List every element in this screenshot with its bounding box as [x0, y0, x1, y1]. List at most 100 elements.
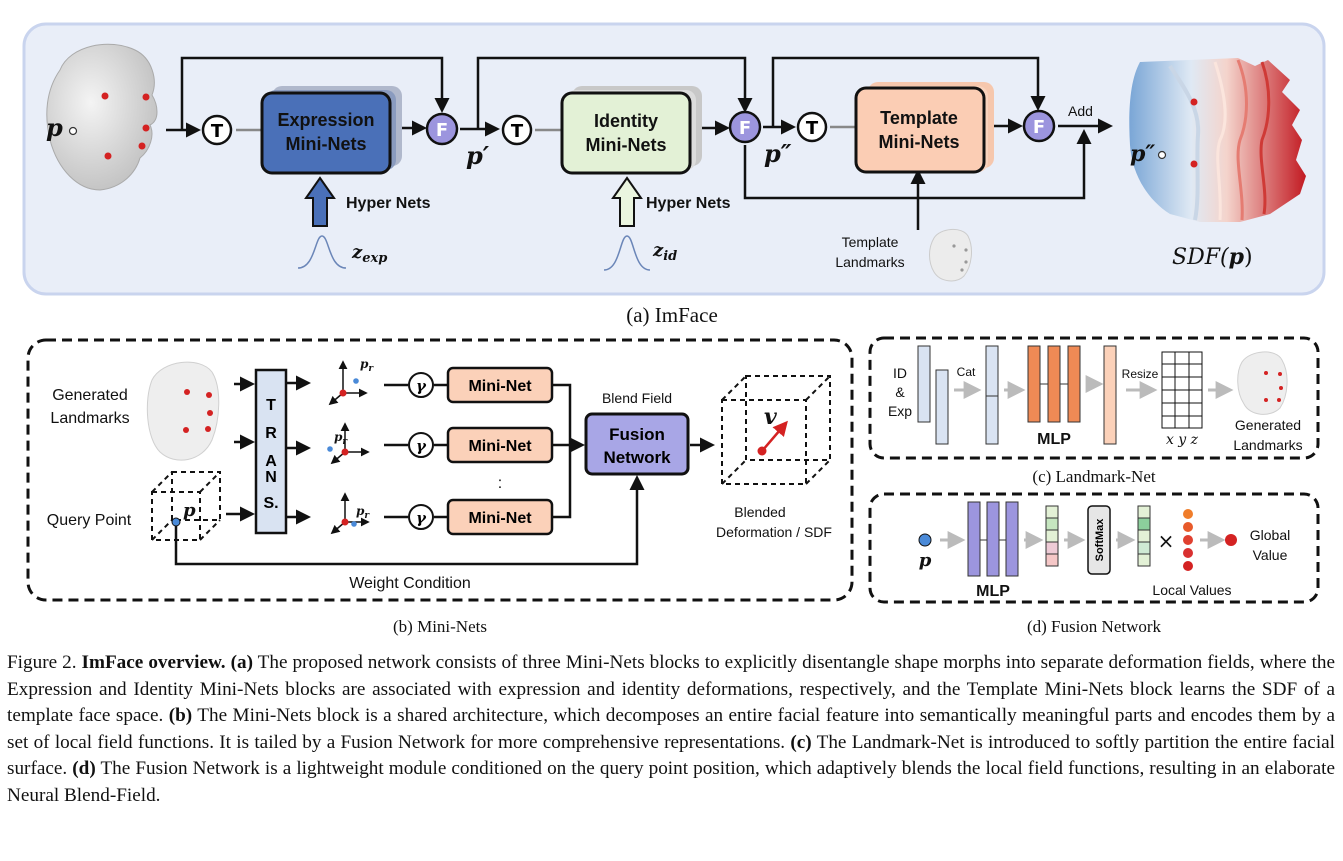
- query-point-dot: [171, 517, 181, 527]
- local-axes-1: [328, 360, 368, 406]
- svg-text:Mini-Net: Mini-Net: [468, 438, 532, 455]
- input-id-label: ID: [893, 365, 907, 381]
- input-exp-vector: [935, 369, 949, 445]
- point-p-double-prime-face-label: p″: [1130, 141, 1155, 167]
- svg-text:γ: γ: [416, 377, 427, 395]
- svg-text:γ: γ: [416, 509, 427, 527]
- point-p-prime-label: p′: [466, 141, 490, 170]
- skip-arrow-2: [476, 56, 753, 129]
- deformation-origin-dot: [757, 446, 767, 456]
- panel-d-title: (d) Fusion Network: [1027, 617, 1162, 636]
- figure-caption: Figure 2. ImFace overview. (a) The propo…: [7, 650, 1335, 809]
- fusion-network-block: Fusion Network: [584, 412, 690, 476]
- svg-text:Mini-Net: Mini-Net: [468, 378, 532, 395]
- generated-landmarks-face: [146, 361, 220, 461]
- local-axes-2: [327, 422, 370, 465]
- z-id-label: zid: [652, 240, 677, 264]
- trans-block: T R A N S.: [254, 368, 288, 535]
- hyper-nets-arrow-exp: [304, 176, 336, 227]
- input-id-vector: [917, 345, 931, 423]
- skip-arrow-1: [180, 56, 450, 130]
- sdf-p-label: SDF(p): [1172, 244, 1253, 270]
- weight-vector: [1045, 505, 1059, 567]
- svg-text:A: A: [265, 453, 277, 470]
- template-face-thumbnail: [929, 229, 972, 282]
- template-mini-nets-block: Template Mini-Nets: [854, 82, 994, 174]
- svg-text:F: F: [436, 120, 448, 141]
- caption-a-text: The proposed network consists of three M…: [7, 652, 1336, 726]
- landmark-net-output-face: [1237, 351, 1288, 415]
- caption-d-text: The Fusion Network is a lightweight modu…: [7, 758, 1336, 806]
- weight-condition-label: Weight Condition: [349, 575, 471, 592]
- svg-text:F: F: [739, 118, 751, 139]
- panel-d-border: [868, 492, 1320, 604]
- gamma-node-1: γ: [408, 372, 434, 398]
- t-node-2: T: [501, 114, 533, 146]
- local-axes-3: [330, 492, 370, 535]
- svg-text:Template: Template: [880, 108, 958, 128]
- global-value-label-2: Value: [1253, 547, 1288, 563]
- fusion-p-label: p: [919, 550, 932, 571]
- hyper-nets-label-id: Hyper Nets: [646, 195, 731, 212]
- local-values-dots: [1183, 509, 1193, 571]
- panel-c-border: [868, 336, 1320, 460]
- panel-c-title: (c) Landmark-Net: [1032, 467, 1155, 486]
- expression-mini-nets-block: Expression Mini-Nets: [260, 86, 402, 175]
- panel-a-title: (a) ImFace: [626, 303, 718, 327]
- add-branch-arrow: [743, 129, 1092, 200]
- svg-text:Mini-Nets: Mini-Nets: [586, 135, 667, 155]
- landmark-mlp-label: MLP: [1037, 431, 1071, 448]
- z-exp-label: zexp: [351, 242, 387, 266]
- caption-c-text: The Landmark-Net is introduced to softly…: [7, 731, 1335, 780]
- svg-text:T: T: [511, 121, 524, 142]
- caption-a-label: (a): [230, 652, 253, 673]
- query-p-label: p: [183, 500, 196, 521]
- query-point-label: Query Point: [47, 512, 132, 529]
- landmark-output-vector: [1103, 345, 1117, 445]
- svg-text:T: T: [266, 397, 276, 414]
- svg-text:SoftMax: SoftMax: [1094, 518, 1106, 562]
- v-label: v: [764, 404, 777, 430]
- svg-text:γ: γ: [416, 437, 427, 455]
- caption-fig-title: ImFace overview.: [81, 652, 226, 673]
- p-r-label-1: pr: [360, 357, 374, 374]
- local-values-label: Local Values: [1152, 582, 1231, 598]
- weight-condition-arrow: [174, 475, 645, 566]
- template-landmarks-label-2: Landmarks: [835, 254, 904, 270]
- svg-text:Mini-Nets: Mini-Nets: [879, 132, 960, 152]
- gamma-node-3: γ: [408, 504, 434, 530]
- cat-label: Cat: [957, 365, 976, 379]
- svg-text:Mini-Nets: Mini-Nets: [286, 134, 367, 154]
- gaussian-id-icon: [603, 235, 651, 271]
- svg-text:R: R: [265, 425, 277, 442]
- fusion-mlp-label: MLP: [976, 583, 1010, 600]
- input-exp-label: Exp: [888, 403, 912, 419]
- caption-fig-label: Figure 2.: [7, 652, 77, 673]
- p-r-label-3: pr: [356, 504, 370, 521]
- multiply-symbol: ×: [1158, 529, 1175, 553]
- mini-net-ellipsis: :: [498, 475, 502, 492]
- t-node-1: T: [201, 114, 233, 146]
- panel-b-title: (b) Mini-Nets: [393, 617, 487, 636]
- fusion-mlp: [967, 501, 1019, 577]
- sdf-output-image: [1129, 58, 1306, 222]
- add-label: Add: [1068, 103, 1093, 119]
- hyper-nets-label-exp: Hyper Nets: [346, 195, 431, 212]
- mini-net-3: Mini-Net: [446, 498, 554, 536]
- generated-landmarks-label-2: Landmarks: [50, 410, 129, 427]
- mini-net-1: Mini-Net: [446, 366, 554, 404]
- skip-arrow-3: [771, 56, 1046, 127]
- deformation-vector-arrow: [761, 420, 788, 452]
- mini-net-2: Mini-Net: [446, 426, 554, 464]
- blend-field-label: Blend Field: [602, 390, 672, 406]
- point-p-double-prime-label: p″: [764, 139, 792, 168]
- t-node-3: T: [796, 111, 828, 143]
- xyz-label: x y z: [1166, 432, 1199, 448]
- identity-mini-nets-block: Identity Mini-Nets: [560, 86, 702, 175]
- hyper-nets-arrow-id: [611, 176, 643, 227]
- caption-c-label: (c): [790, 731, 812, 753]
- generated-landmarks-c-label-1: Generated: [1235, 417, 1301, 433]
- generated-landmarks-label-1: Generated: [52, 387, 128, 404]
- input-face-image: [46, 43, 158, 191]
